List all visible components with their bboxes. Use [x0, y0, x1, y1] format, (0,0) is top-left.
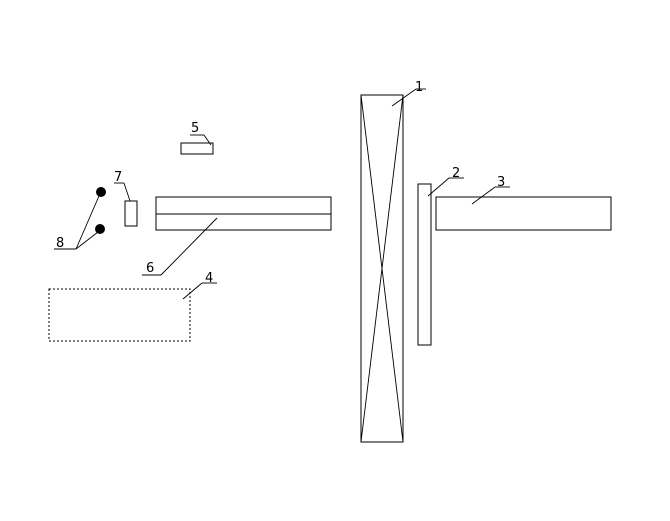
label-8: 8: [54, 195, 100, 251]
component-2: [417, 183, 432, 346]
label-3-text: 3: [497, 175, 505, 190]
component-3: [435, 196, 612, 231]
component-8: [95, 187, 106, 234]
label-7-text: 7: [114, 170, 122, 185]
component-6: [155, 196, 332, 231]
label-5-text: 5: [191, 121, 199, 136]
label-6: 6: [142, 217, 218, 276]
label-6-text: 6: [146, 261, 154, 276]
label-4-text: 4: [205, 271, 213, 286]
dot-upper: [96, 187, 106, 197]
dot-lower: [95, 224, 105, 234]
label-5: 5: [190, 121, 212, 146]
label-3: 3: [471, 175, 510, 205]
label-4: 4: [182, 271, 217, 300]
component-4: [48, 288, 191, 342]
label-1-text: 1: [415, 80, 423, 95]
label-1: 1: [391, 80, 426, 107]
component-5: [180, 142, 214, 155]
component-7: [124, 200, 138, 227]
label-2-text: 2: [452, 166, 460, 181]
component-1: [360, 94, 404, 443]
label-8-text: 8: [56, 236, 64, 251]
label-7: 7: [114, 170, 131, 202]
label-2: 2: [427, 166, 464, 197]
